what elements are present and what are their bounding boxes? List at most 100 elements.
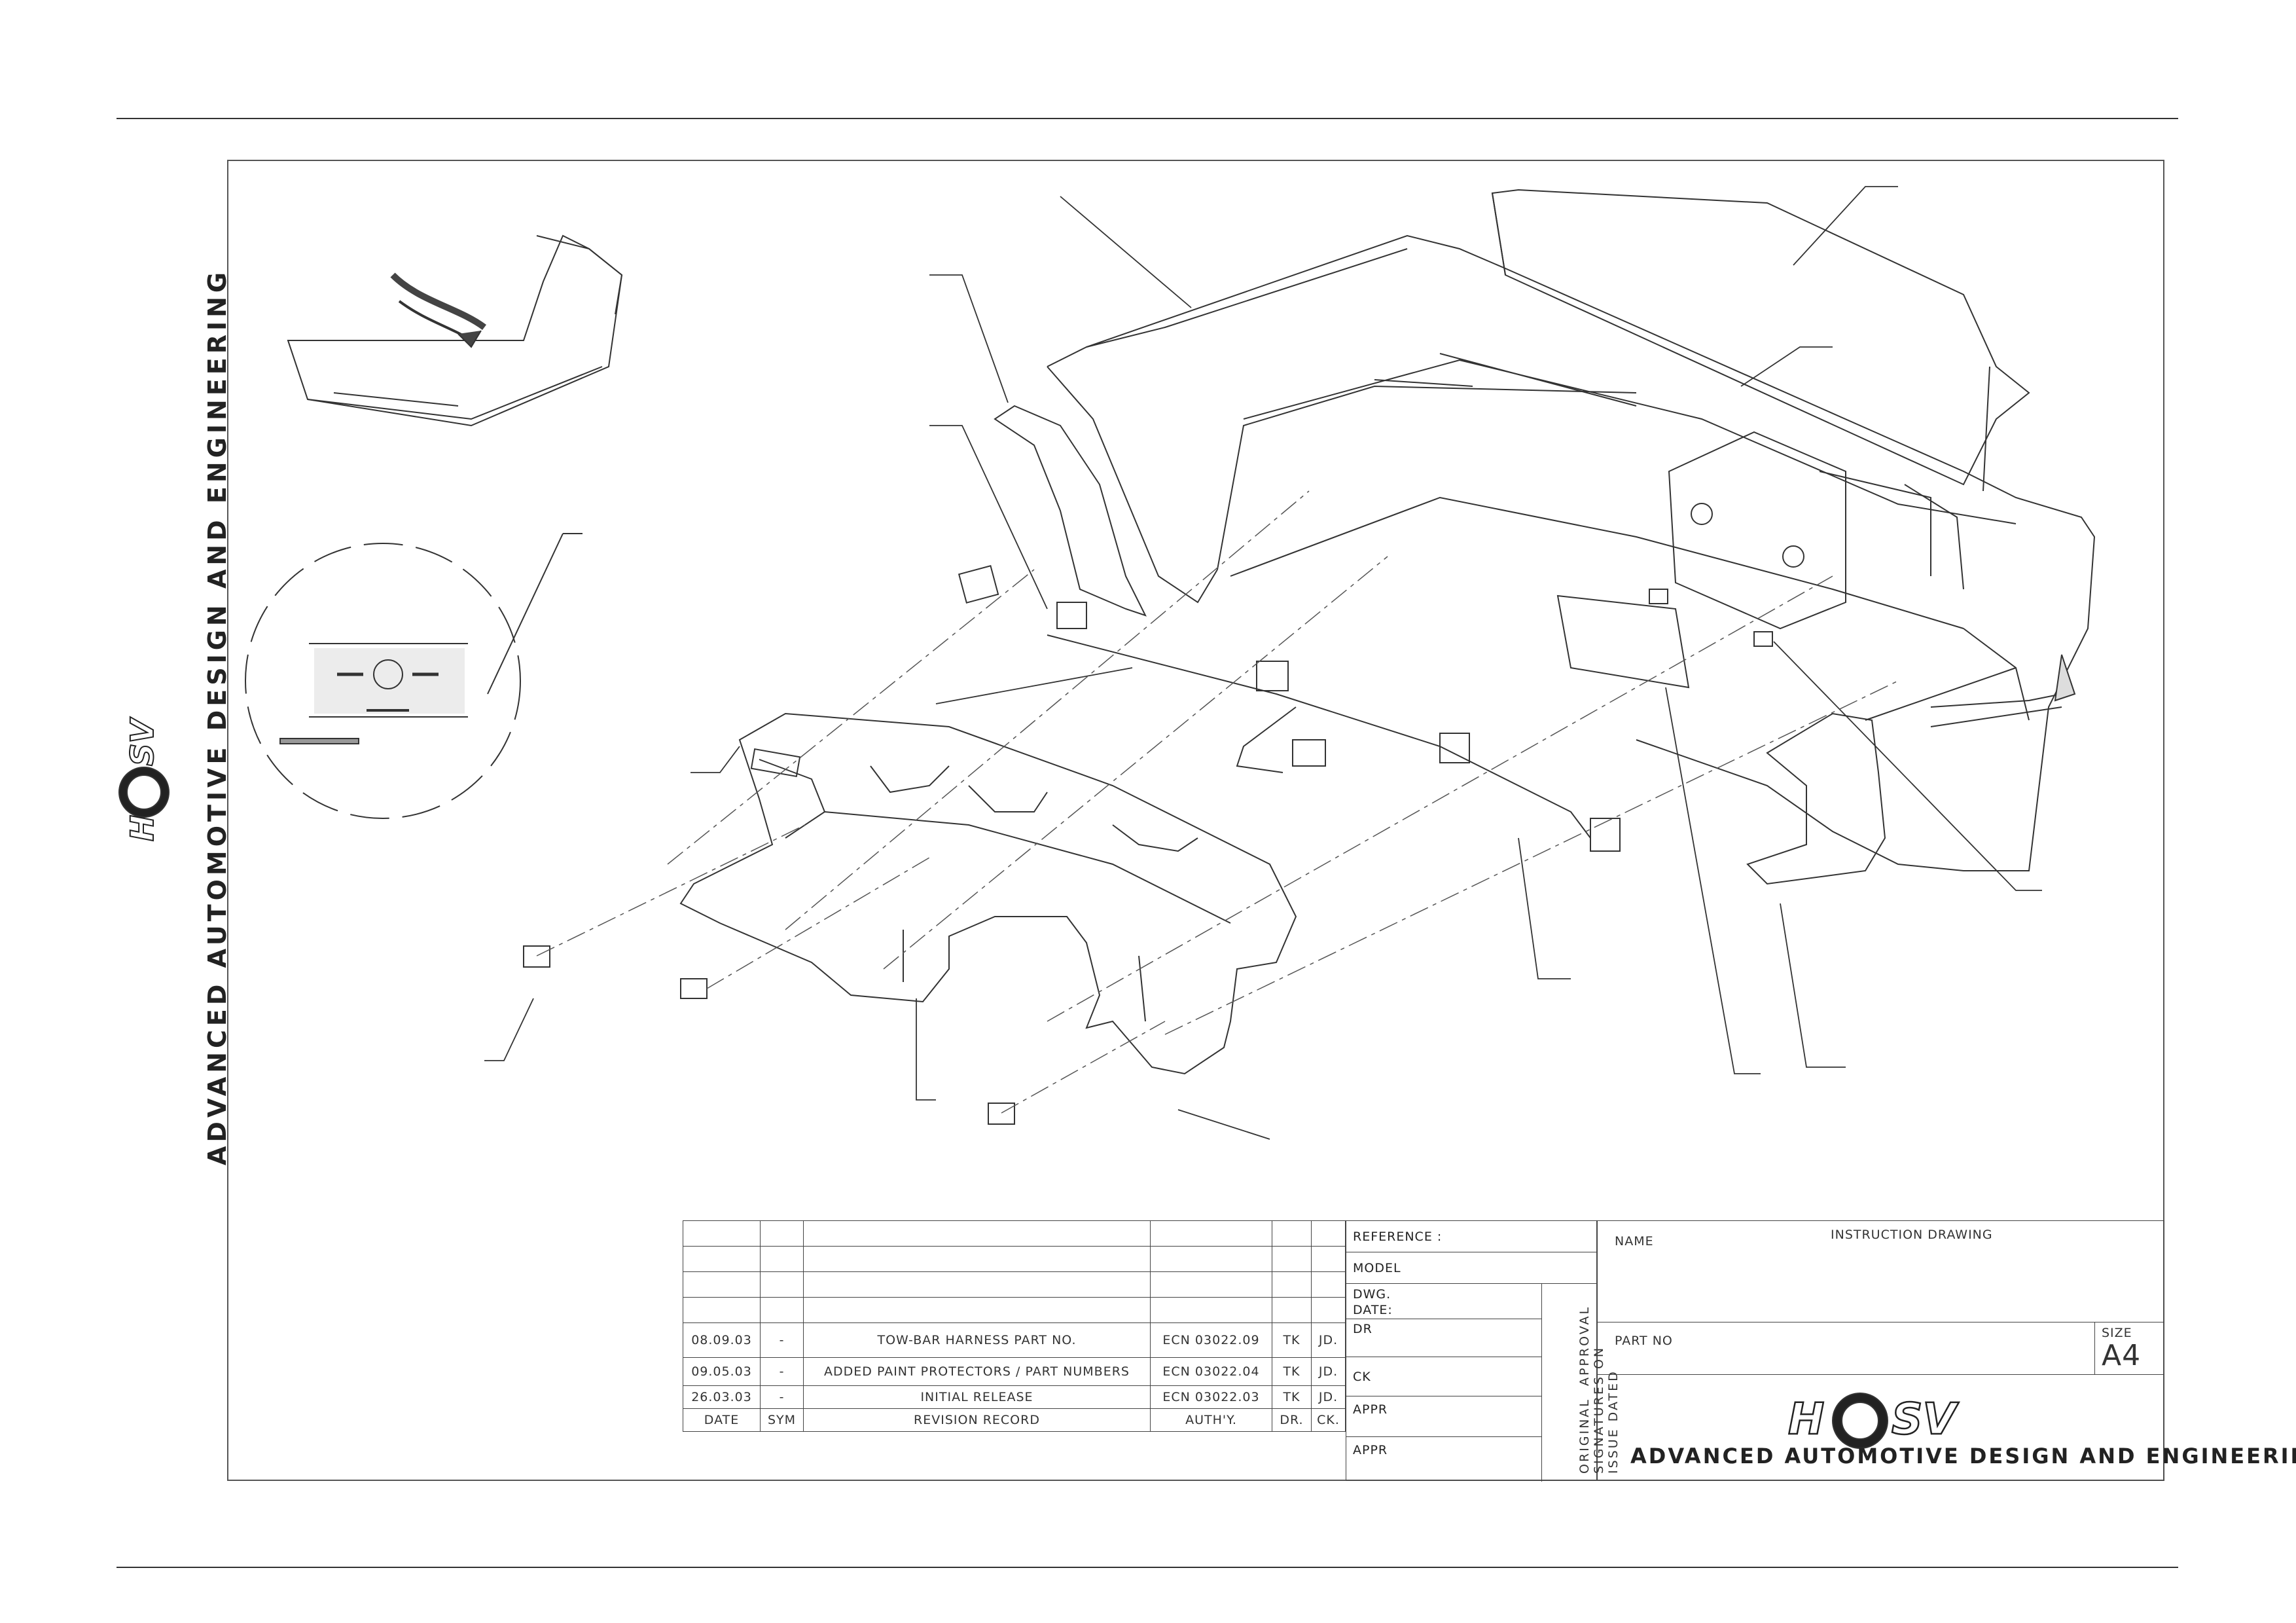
assembly-lines — [536, 490, 1899, 1114]
revision-row — [683, 1220, 1346, 1247]
revision-date-cell — [683, 1220, 761, 1247]
revision-ck-cell — [1311, 1271, 1346, 1298]
revision-ecn-cell: ECN 03022.04 — [1150, 1357, 1272, 1386]
parking-sensors — [958, 565, 1773, 852]
left-arch-extension — [994, 405, 1147, 617]
revision-by-cell — [1272, 1220, 1312, 1247]
revision-ck-cell: JD. — [1311, 1357, 1346, 1386]
revision-ecn-cell — [1150, 1220, 1272, 1247]
revision-by-cell: TK — [1272, 1385, 1312, 1409]
revision-date-cell — [683, 1246, 761, 1272]
revision-by-cell — [1272, 1297, 1312, 1323]
revision-sym-cell: - — [760, 1357, 804, 1386]
revision-sym-cell: - — [760, 1385, 804, 1409]
part-no-label: PART NO — [1615, 1334, 1673, 1348]
detail-circle — [245, 533, 583, 819]
revision-sym-cell — [760, 1271, 804, 1298]
revision-sym-cell: SYM — [760, 1408, 804, 1432]
reference-block: REFERENCE : MODEL DWG. DATE: DR CK APPR … — [1346, 1220, 1621, 1482]
title-brand-text: ADVANCED AUTOMOTIVE DESIGN AND ENGINEERI… — [1630, 1444, 2296, 1468]
revision-ck-cell — [1311, 1220, 1346, 1247]
revision-row — [683, 1297, 1346, 1323]
size-box: SIZE A4 — [2094, 1322, 2166, 1374]
hsv-logo-side: H SV — [118, 716, 170, 842]
size-label: SIZE — [2102, 1326, 2132, 1340]
revision-sym-cell — [760, 1246, 804, 1272]
revision-sym-cell — [760, 1297, 804, 1323]
revision-sym-cell: - — [760, 1322, 804, 1358]
drawing-frame — [227, 160, 2164, 1481]
revision-row: 09.05.03-ADDED PAINT PROTECTORS / PART N… — [683, 1357, 1346, 1386]
revision-ecn-cell: ECN 03022.03 — [1150, 1385, 1272, 1409]
revision-ck-cell — [1311, 1246, 1346, 1272]
revision-ecn-cell: ECN 03022.09 — [1150, 1322, 1272, 1358]
revision-date-cell: DATE — [683, 1408, 761, 1432]
title-block: 08.09.03-TOW-BAR HARNESS PART NO.ECN 030… — [683, 1220, 2296, 1482]
revision-ck-cell: CK. — [1311, 1408, 1346, 1432]
dwg-date-label: DWG. DATE: — [1346, 1284, 1541, 1319]
revision-by-cell: TK — [1272, 1357, 1312, 1386]
approval-note-cell: ORIGINAL APPROVAL SIGNATURES ON ISSUE DA… — [1541, 1284, 1621, 1482]
revision-row — [683, 1246, 1346, 1272]
svg-text:SV: SV — [124, 716, 161, 766]
separator-2 — [1598, 1374, 2164, 1375]
reference-label: REFERENCE : — [1346, 1221, 1598, 1252]
side-brand-text: ADVANCED AUTOMOTIVE DESIGN AND ENGINEERI… — [203, 268, 232, 1165]
tow-bar-cover-plate — [1556, 594, 1690, 689]
revision-by-cell: DR. — [1272, 1408, 1312, 1432]
size-value: A4 — [2102, 1339, 2142, 1372]
revision-by-cell — [1272, 1246, 1312, 1272]
appr-label-1: APPR — [1346, 1396, 1541, 1437]
revision-ck-cell: JD. — [1311, 1385, 1346, 1409]
paint-protector-sheet — [1491, 189, 2030, 492]
revision-desc-cell: REVISION RECORD — [803, 1408, 1151, 1432]
revision-sym-cell — [760, 1220, 804, 1247]
name-label: NAME — [1615, 1234, 1654, 1249]
revision-date-cell — [683, 1297, 761, 1323]
leader-lines — [484, 186, 2042, 1140]
dr-label: DR — [1346, 1319, 1541, 1357]
revision-date-cell — [683, 1271, 761, 1298]
revision-by-cell — [1272, 1271, 1312, 1298]
revision-ecn-cell — [1150, 1271, 1272, 1298]
revision-desc-cell — [803, 1220, 1151, 1247]
revision-desc-cell: INITIAL RELEASE — [803, 1385, 1151, 1409]
bumper-fascia — [1047, 234, 2096, 871]
ck-label: CK — [1346, 1357, 1541, 1396]
overview-bumper-sketch — [287, 234, 623, 427]
paint-protector-pad-3 — [988, 1103, 1015, 1125]
revision-table: 08.09.03-TOW-BAR HARNESS PART NO.ECN 030… — [683, 1220, 1346, 1432]
revision-desc-cell — [803, 1271, 1151, 1298]
model-label: MODEL — [1346, 1252, 1598, 1284]
revision-date-cell: 08.09.03 — [683, 1322, 761, 1358]
wiring-harness — [1047, 634, 1591, 839]
revision-ck-cell — [1311, 1297, 1346, 1323]
revision-desc-cell — [803, 1297, 1151, 1323]
paint-protector-pad-2 — [680, 978, 708, 999]
revision-ecn-cell — [1150, 1246, 1272, 1272]
hsv-logo-title: H SV — [1787, 1393, 1960, 1449]
energy-absorber — [679, 712, 1297, 1075]
appr-label-2: APPR — [1353, 1443, 1388, 1457]
revision-desc-cell — [803, 1246, 1151, 1272]
svg-text:SV: SV — [1892, 1394, 1960, 1444]
revision-row: 08.09.03-TOW-BAR HARNESS PART NO.ECN 030… — [683, 1322, 1346, 1358]
revision-date-cell: 09.05.03 — [683, 1357, 761, 1386]
revision-by-cell: TK — [1272, 1322, 1312, 1358]
name-value: INSTRUCTION DRAWING — [1831, 1228, 1993, 1242]
revision-ecn-cell — [1150, 1297, 1272, 1323]
revision-row — [683, 1271, 1346, 1298]
svg-text:H: H — [1788, 1394, 1824, 1444]
bottom-rule — [117, 1567, 2178, 1568]
name-block: NAME INSTRUCTION DRAWING PART NO SIZE A4… — [1597, 1220, 2296, 1481]
top-rule — [117, 118, 2178, 119]
revision-date-cell: 26.03.03 — [683, 1385, 761, 1409]
revision-desc-cell: ADDED PAINT PROTECTORS / PART NUMBERS — [803, 1357, 1151, 1386]
right-arch-extension — [1746, 712, 1886, 885]
revision-ck-cell: JD. — [1311, 1322, 1346, 1358]
paint-protector-pad-1 — [523, 945, 550, 968]
revision-desc-cell: TOW-BAR HARNESS PART NO. — [803, 1322, 1151, 1358]
